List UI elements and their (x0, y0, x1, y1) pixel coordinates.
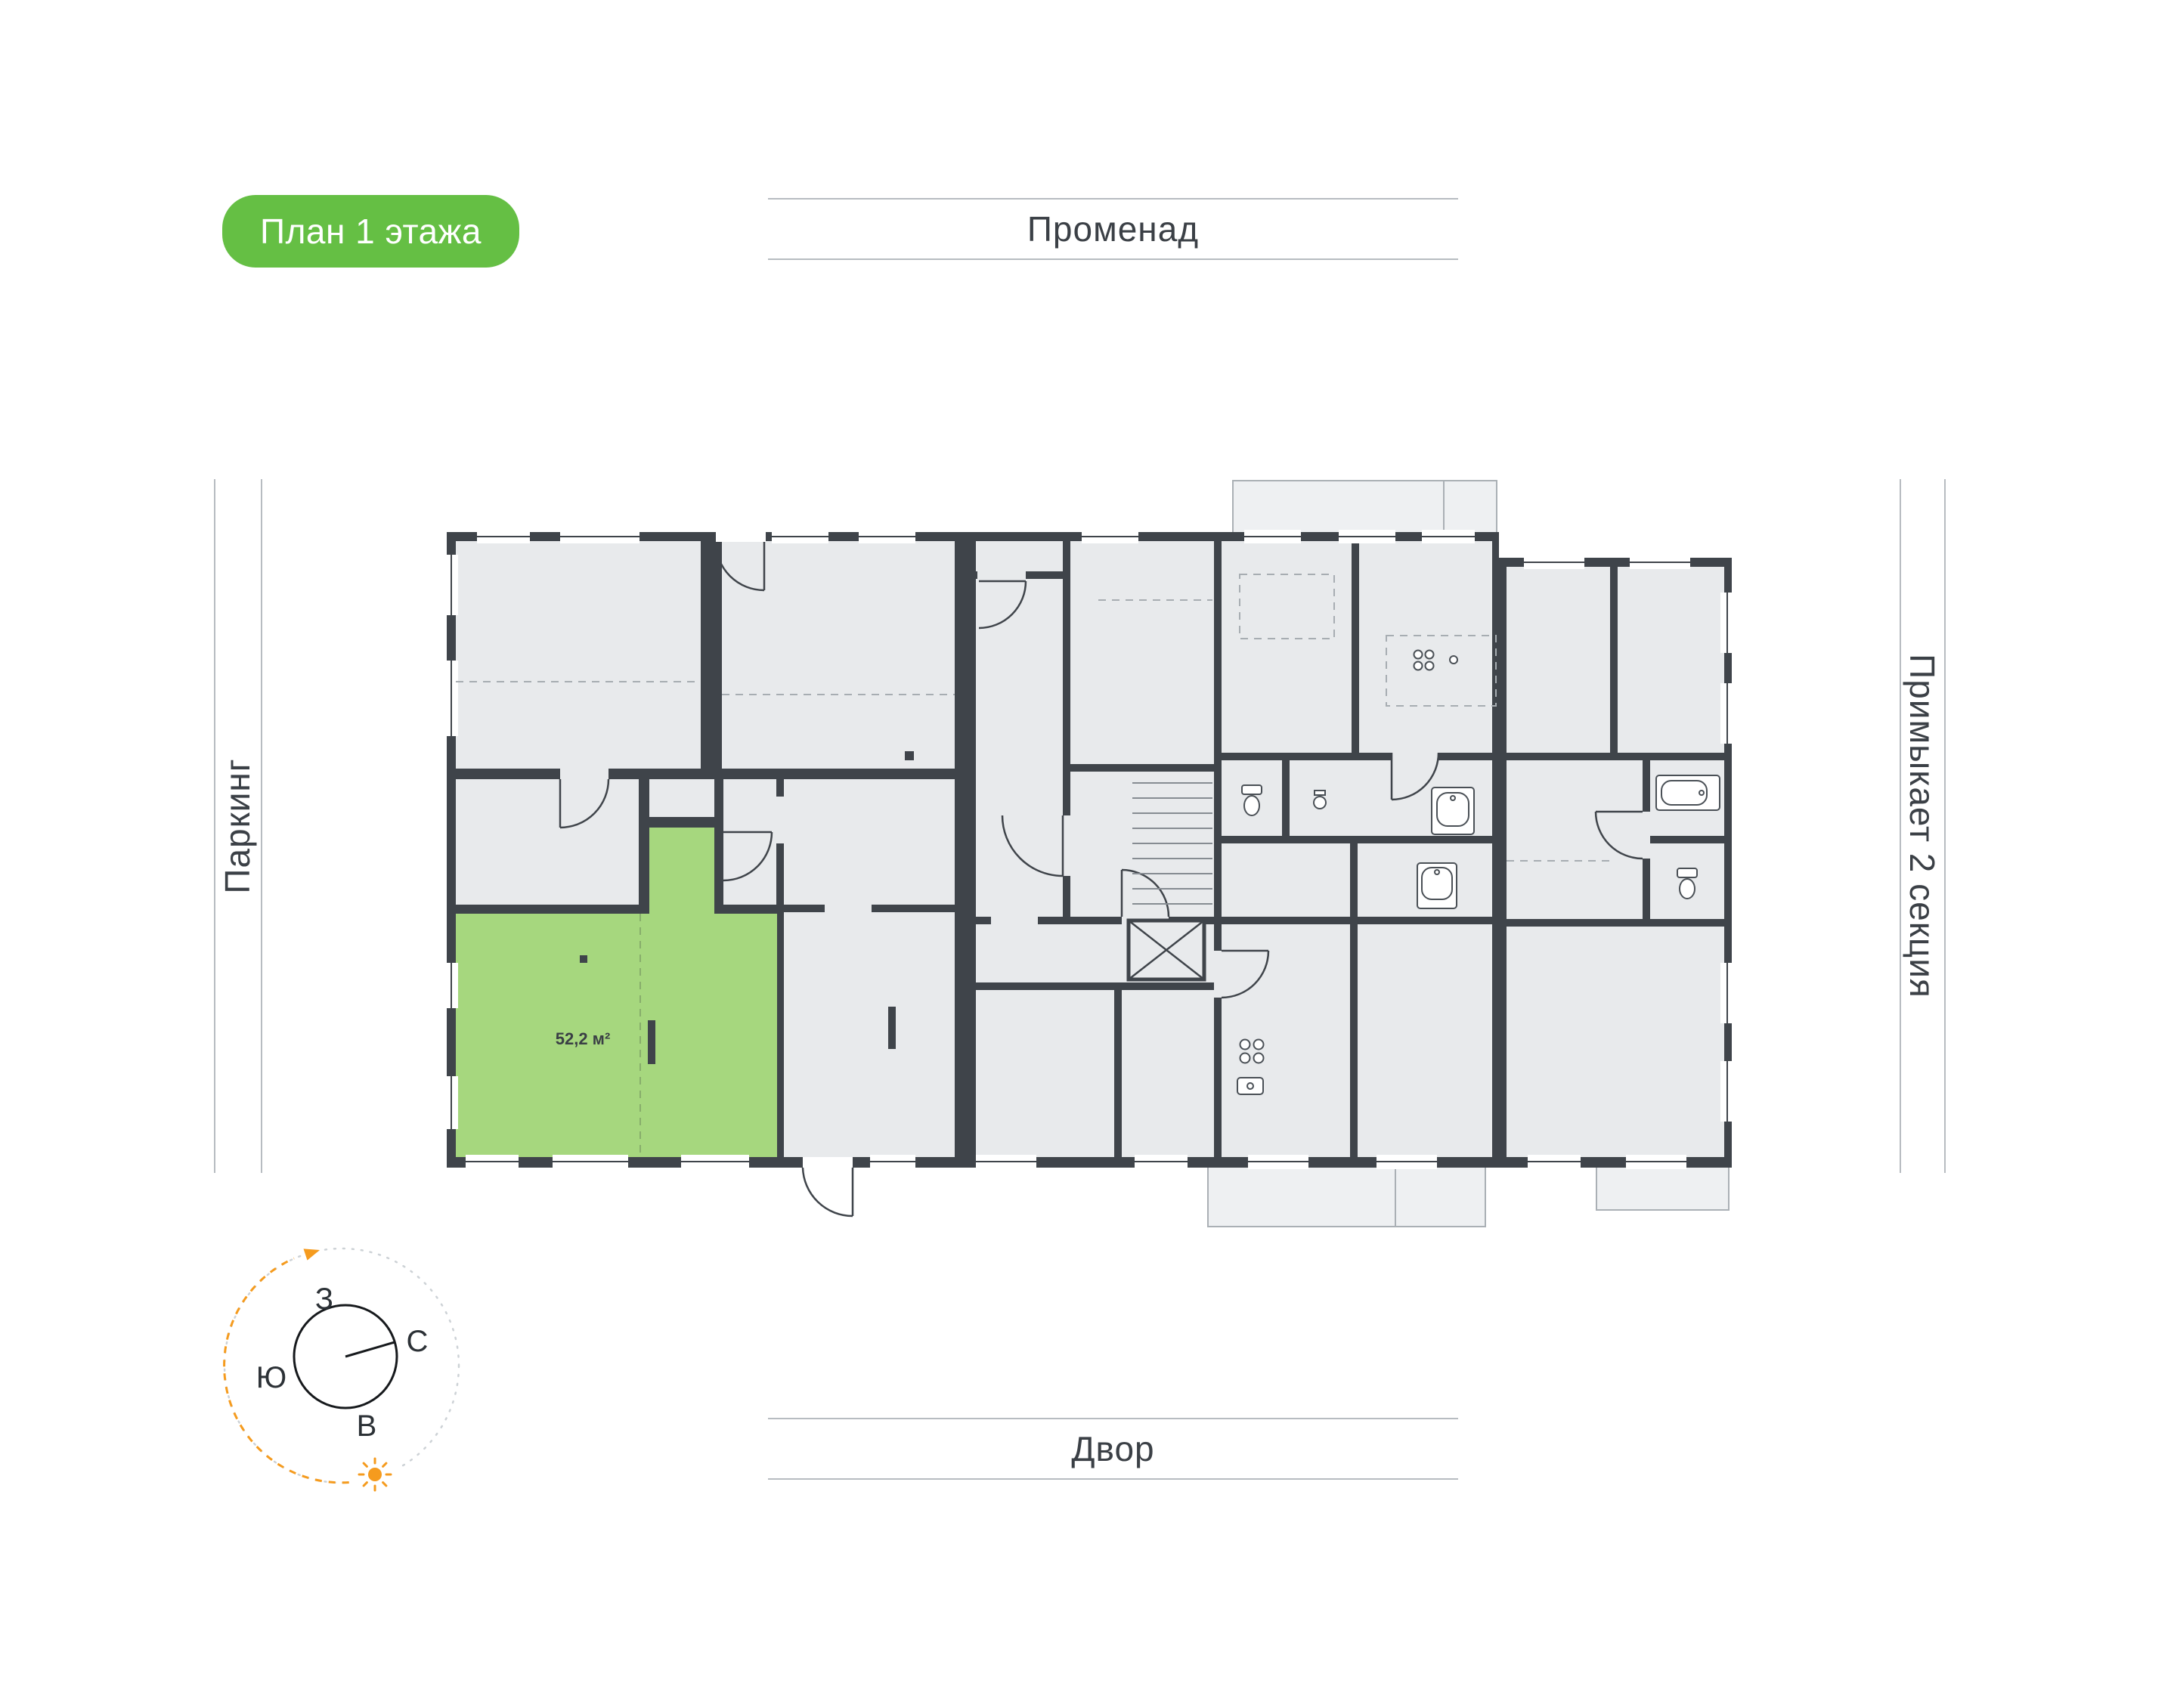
elevator (1126, 918, 1206, 982)
bathtub-icon (1417, 862, 1457, 909)
toilet-icon (1241, 784, 1262, 816)
compass-dashed-ring (223, 1247, 460, 1484)
courtyard-group: Двор (768, 1418, 1458, 1480)
unit-highlighted[interactable]: 52,2 м² (456, 828, 777, 1157)
compass-point-south: Ю (256, 1361, 286, 1394)
floor-badge: План 1 этажа (222, 195, 519, 268)
windows (447, 530, 1732, 1169)
stove-icon (1413, 649, 1458, 671)
toilet-icon (1677, 868, 1698, 899)
balconies-terraces (1207, 480, 1730, 1227)
fixtures (1237, 649, 1720, 1095)
adjacent-section-label: Примыкает 2 секция (1903, 654, 1942, 998)
sink-icon (1313, 790, 1327, 809)
compass-point-north: С (407, 1325, 429, 1358)
compass-point-east: В (357, 1409, 377, 1443)
door-arcs (559, 541, 1643, 1218)
rule-line (261, 479, 262, 1173)
bathtub-icon (1655, 775, 1720, 811)
promenade-group: Променад (768, 198, 1458, 260)
rule-line (214, 479, 215, 1173)
rooms (456, 541, 1724, 1157)
rule-line (768, 198, 1458, 200)
stove-icon (1237, 1038, 1265, 1095)
sun-path-arc (223, 1257, 376, 1484)
rule-line (768, 258, 1458, 260)
unit-area-label: 52,2 м² (556, 1029, 611, 1048)
rule-line (1900, 479, 1901, 1173)
promenade-label: Променад (1027, 209, 1200, 249)
sun-icon (349, 1449, 401, 1500)
rule-line (768, 1418, 1458, 1419)
compass-point-west: З (315, 1283, 333, 1316)
rule-line (1944, 479, 1946, 1173)
courtyard-label: Двор (1071, 1429, 1155, 1468)
wall-stubs (580, 751, 914, 1064)
stairs (1132, 782, 1212, 905)
compass: З С В Ю (223, 1247, 460, 1500)
floor-plan: 52,2 м² (447, 480, 1732, 1227)
compass-north-line (345, 1341, 395, 1358)
bathtub-icon (1431, 787, 1475, 835)
parking-label: Паркинг (218, 758, 257, 894)
arc-arrowhead-icon (303, 1249, 320, 1261)
rule-line (768, 1478, 1458, 1480)
dashed-lines (456, 574, 1610, 862)
